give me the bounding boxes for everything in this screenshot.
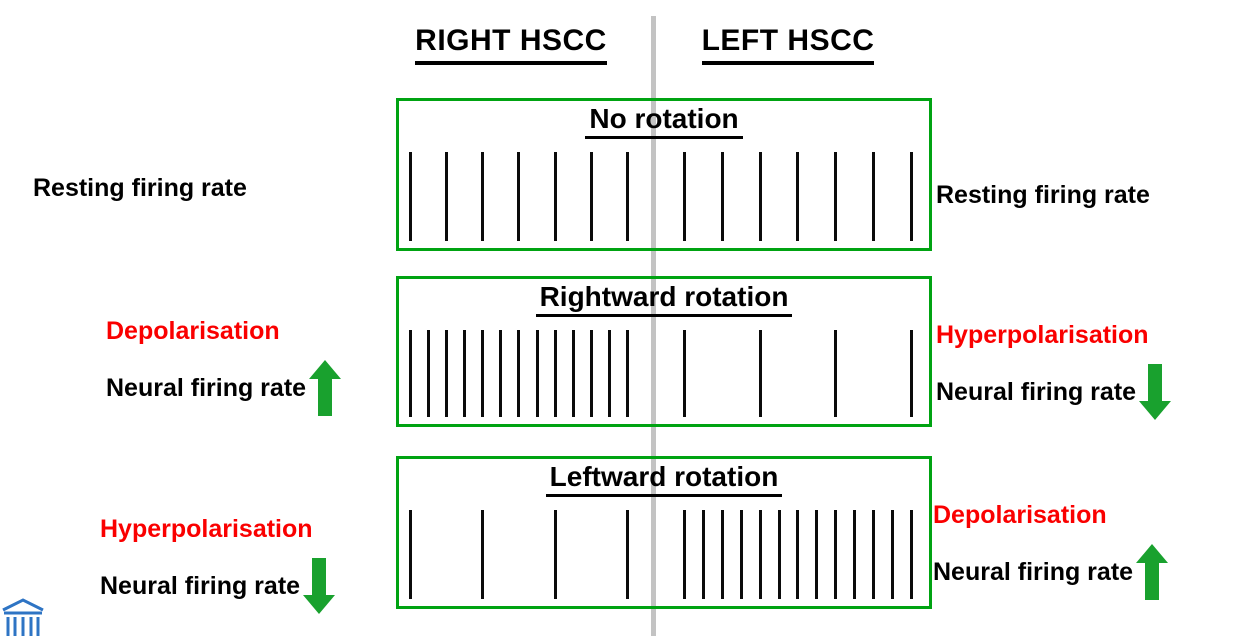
panel-title-label: Leftward rotation: [545, 461, 783, 497]
spike-mark: [499, 330, 503, 417]
panel-leftward-rotation: Leftward rotation: [396, 456, 932, 609]
spike-mark: [758, 152, 762, 241]
spike-train-row: [399, 330, 929, 417]
spike-train-left-hscc: [651, 510, 929, 599]
spike-mark: [481, 152, 485, 241]
annotation-row1-left: Resting firing rate: [33, 173, 247, 203]
spike-mark: [834, 510, 838, 599]
spike-train-row: [399, 510, 929, 599]
spike-mark: [720, 152, 724, 241]
spike-mark: [625, 510, 629, 599]
spike-mark: [409, 510, 412, 599]
resting-rate-label: Resting firing rate: [33, 174, 247, 202]
panel-title: Leftward rotation: [399, 461, 929, 497]
depolarisation-label: Depolarisation: [933, 501, 1107, 529]
down-arrow-icon: [303, 558, 336, 614]
spike-mark: [571, 330, 575, 417]
spike-mark: [553, 152, 557, 241]
spike-mark: [720, 510, 724, 599]
spike-mark: [553, 330, 557, 417]
spike-mark: [872, 510, 876, 599]
spike-mark: [758, 330, 762, 417]
spike-mark: [409, 152, 412, 241]
spike-mark: [607, 330, 611, 417]
spike-mark: [427, 330, 431, 417]
annotation-row2-right: Hyperpolarisation Neural firing rate: [936, 320, 1172, 420]
spike-mark: [625, 152, 629, 241]
annotation-row3-left: Hyperpolarisation Neural firing rate: [100, 514, 336, 614]
spike-mark: [463, 330, 467, 417]
column-header-right-hscc: RIGHT HSCC: [390, 24, 632, 65]
spike-train-left-hscc: [651, 330, 929, 417]
rate-row: Neural firing rate: [100, 558, 336, 614]
spike-mark: [683, 330, 686, 417]
spike-mark: [445, 152, 449, 241]
spike-train-row: [399, 152, 929, 241]
spike-mark: [834, 152, 838, 241]
spike-mark: [853, 510, 857, 599]
spike-mark: [890, 510, 894, 599]
neural-rate-label: Neural firing rate: [933, 558, 1134, 586]
spike-train-left-hscc: [651, 152, 929, 241]
spike-mark: [909, 510, 913, 599]
spike-mark: [777, 510, 781, 599]
rate-row: Neural firing rate: [933, 544, 1169, 600]
hyperpolarisation-label: Hyperpolarisation: [100, 515, 313, 543]
spike-mark: [683, 510, 686, 599]
spike-mark: [909, 152, 913, 241]
spike-train-right-hscc: [399, 152, 651, 241]
depolarisation-label: Depolarisation: [106, 317, 280, 345]
resting-rate-label: Resting firing rate: [936, 181, 1150, 209]
spike-mark: [701, 510, 705, 599]
spike-mark: [445, 330, 449, 417]
annotation-row1-right: Resting firing rate: [936, 180, 1150, 210]
rate-row: Neural firing rate: [106, 360, 342, 416]
column-header-left-hscc-label: LEFT HSCC: [701, 24, 875, 65]
neural-rate-label: Neural firing rate: [106, 374, 307, 402]
up-arrow-icon: [309, 360, 342, 416]
annotation-row3-right: Depolarisation Neural firing rate: [933, 500, 1169, 600]
spike-mark: [834, 330, 838, 417]
neural-rate-label: Neural firing rate: [936, 378, 1137, 406]
spike-mark: [683, 152, 686, 241]
panel-title: No rotation: [399, 103, 929, 139]
annotation-row2-left: Depolarisation Neural firing rate: [106, 316, 342, 416]
spike-mark: [517, 330, 521, 417]
spike-mark: [409, 330, 412, 417]
spike-mark: [517, 152, 521, 241]
panel-no-rotation: No rotation: [396, 98, 932, 251]
spike-train-right-hscc: [399, 510, 651, 599]
spike-mark: [872, 152, 876, 241]
spike-mark: [589, 152, 593, 241]
spike-mark: [481, 330, 485, 417]
spike-train-right-hscc: [399, 330, 651, 417]
spike-mark: [535, 330, 539, 417]
panel-title-label: Rightward rotation: [535, 281, 793, 317]
classical-building-icon: [2, 597, 44, 636]
panel-title-label: No rotation: [585, 103, 743, 139]
up-arrow-icon: [1136, 544, 1169, 600]
spike-mark: [589, 330, 593, 417]
spike-mark: [815, 510, 819, 599]
hyperpolarisation-label: Hyperpolarisation: [936, 321, 1149, 349]
panel-title: Rightward rotation: [399, 281, 929, 317]
panel-rightward-rotation: Rightward rotation: [396, 276, 932, 427]
spike-mark: [739, 510, 743, 599]
neural-rate-label: Neural firing rate: [100, 572, 301, 600]
center-divider-line: [651, 16, 656, 636]
spike-mark: [553, 510, 557, 599]
spike-mark: [481, 510, 485, 599]
spike-mark: [796, 510, 800, 599]
column-header-left-hscc: LEFT HSCC: [670, 24, 906, 65]
spike-mark: [625, 330, 629, 417]
spike-mark: [909, 330, 913, 417]
spike-mark: [796, 152, 800, 241]
spike-mark: [758, 510, 762, 599]
rate-row: Neural firing rate: [936, 364, 1172, 420]
column-header-right-hscc-label: RIGHT HSCC: [415, 24, 607, 65]
down-arrow-icon: [1139, 364, 1172, 420]
